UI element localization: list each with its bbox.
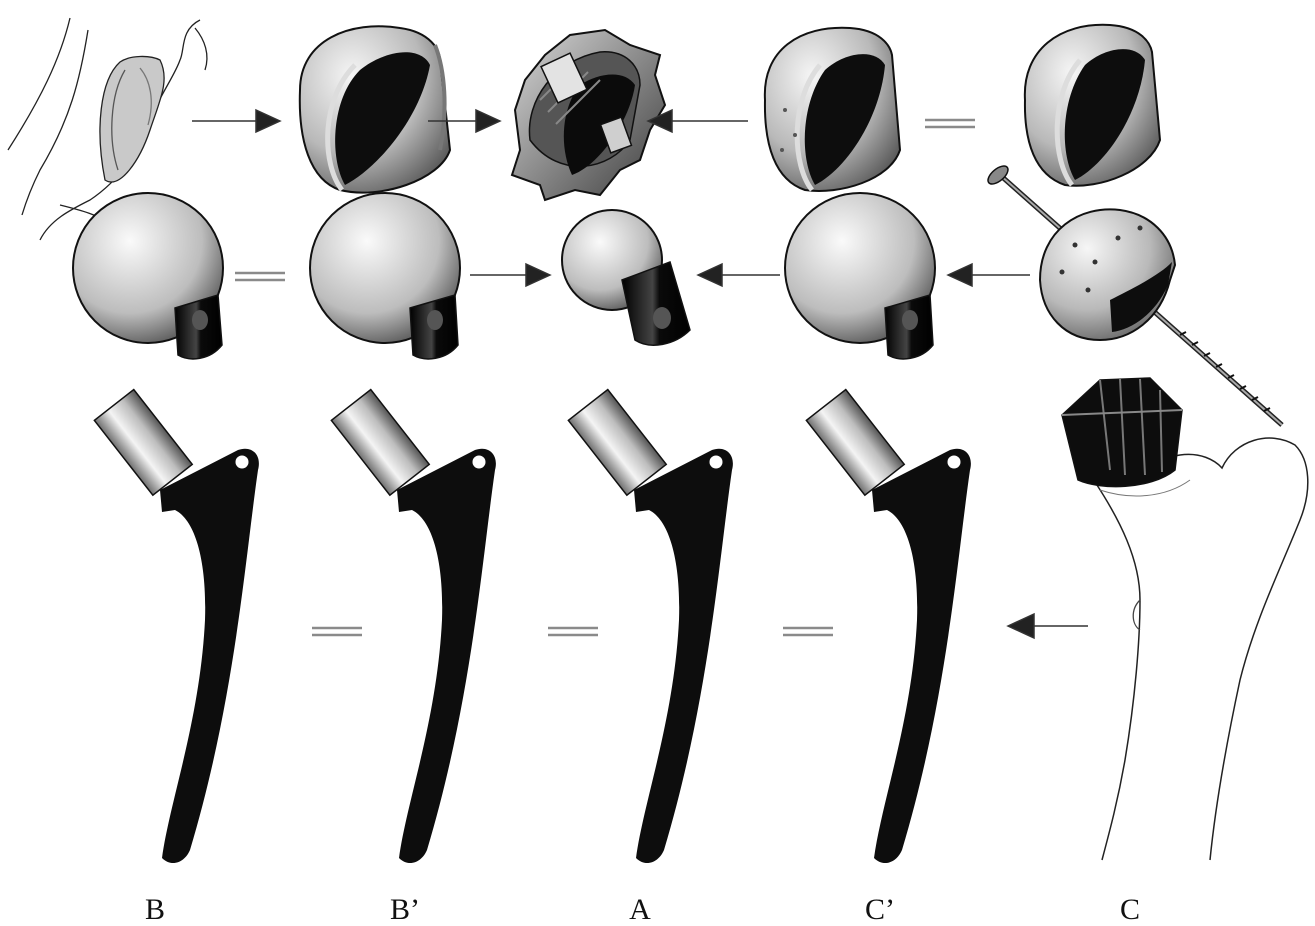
row2-arrow-1: [470, 264, 550, 286]
acetabular-shell-c: [1025, 25, 1160, 186]
femoral-stem-c-prime: [806, 390, 971, 863]
femoral-stem-b: [94, 390, 259, 863]
resurfacing-cap: [1062, 378, 1182, 487]
column-label-c: C: [1120, 893, 1140, 926]
row3-equals-2: [548, 628, 598, 635]
row2-arrow-2: [698, 264, 780, 286]
column-label-a: A: [629, 893, 651, 926]
row1-arrow-1: [192, 110, 280, 132]
femoral-head-c-prime: [785, 193, 935, 359]
row1-equals: [925, 120, 975, 127]
native-femur: [1080, 438, 1308, 860]
row3-arrow: [1008, 614, 1088, 638]
acetabular-shell-c-prime: [765, 28, 900, 191]
row3-equals-3: [783, 628, 833, 635]
row3-equals-1: [312, 628, 362, 635]
row2-equals: [235, 273, 285, 280]
femoral-stem-a: [568, 390, 733, 863]
row2-arrow-3: [948, 264, 1030, 286]
augmented-cup: [512, 30, 665, 200]
acetabular-shell: [300, 26, 450, 192]
resurfacing-head: [1040, 209, 1175, 340]
femoral-head-a: [562, 210, 690, 345]
femoral-stem-b-prime: [331, 390, 496, 863]
column-label-c-prime: C’: [865, 893, 895, 926]
femoral-head-b-prime: [310, 193, 460, 359]
column-label-b-prime: B’: [390, 893, 420, 926]
row1-arrow-3: [648, 110, 748, 132]
column-label-b: B: [145, 893, 165, 926]
femoral-head-b: [73, 193, 223, 359]
